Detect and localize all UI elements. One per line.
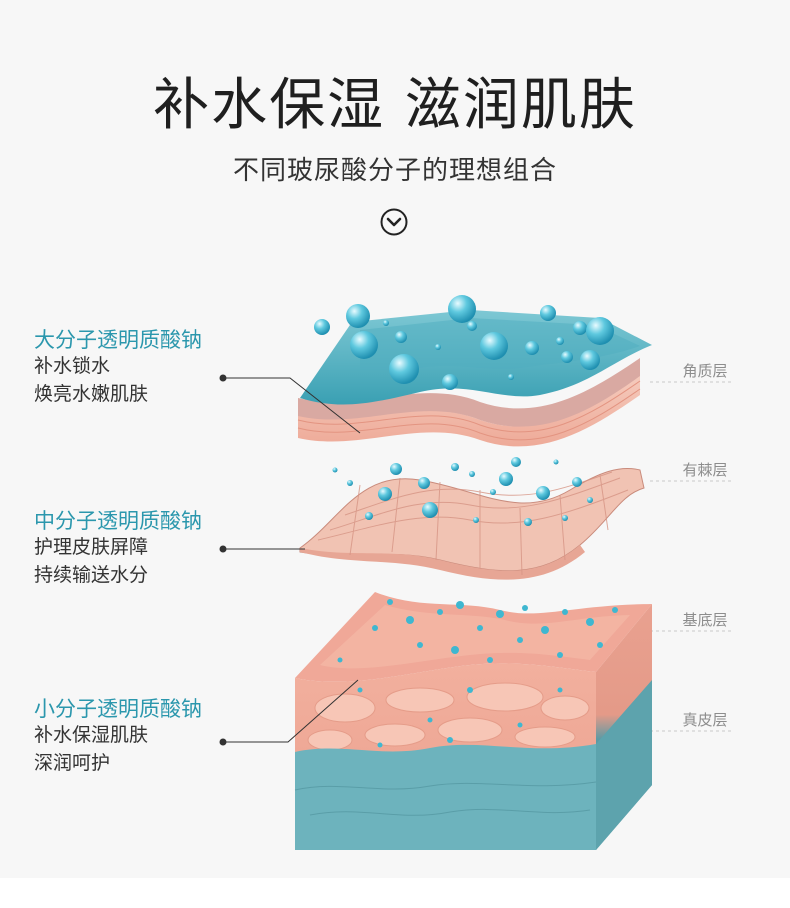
medium-molecules <box>332 457 593 526</box>
molecule-large-line-2: 焕亮水嫩肌肤 <box>34 382 149 405</box>
page-subtitle: 不同玻尿酸分子的理想组合 <box>232 156 557 186</box>
molecule-large-line-1: 补水锁水 <box>34 355 111 378</box>
page-title: 补水保湿 滋润肌肤 <box>153 73 637 138</box>
molecule-small-title: 小分子透明质酸钠 <box>34 697 202 721</box>
molecule-small: 小分子透明质酸钠 补水保湿肌肤 深润呵护 <box>34 697 202 777</box>
molecule-medium-line-2: 持续输送水分 <box>34 563 149 586</box>
layer-tag-stratum-corneum: 角质层 <box>682 362 728 380</box>
molecule-medium: 中分子透明质酸钠 护理皮肤屏障 持续输送水分 <box>34 509 202 589</box>
bottom-band <box>0 878 790 908</box>
layer-tag-dermis: 真皮层 <box>682 711 728 729</box>
large-molecules <box>314 295 614 390</box>
molecule-small-line-2: 深润呵护 <box>34 751 111 774</box>
molecule-large: 大分子透明质酸钠 补水锁水 焕亮水嫩肌肤 <box>34 328 202 408</box>
molecule-medium-line-1: 护理皮肤屏障 <box>34 536 149 559</box>
pointer-line <box>223 377 361 434</box>
molecule-small-line-1: 补水保湿肌肤 <box>34 724 149 747</box>
chevron-down-circle-icon[interactable] <box>380 208 408 236</box>
layer-tag-basal: 基底层 <box>682 611 728 629</box>
layer-tag-spinous: 有棘层 <box>682 461 728 479</box>
pointer-line <box>223 679 359 743</box>
stratum-corneum-layer <box>297 310 652 447</box>
molecule-medium-title: 中分子透明质酸钠 <box>34 509 202 533</box>
small-molecules <box>337 599 618 748</box>
molecule-large-title: 大分子透明质酸钠 <box>34 328 202 352</box>
basal-dermis-block <box>294 592 652 850</box>
